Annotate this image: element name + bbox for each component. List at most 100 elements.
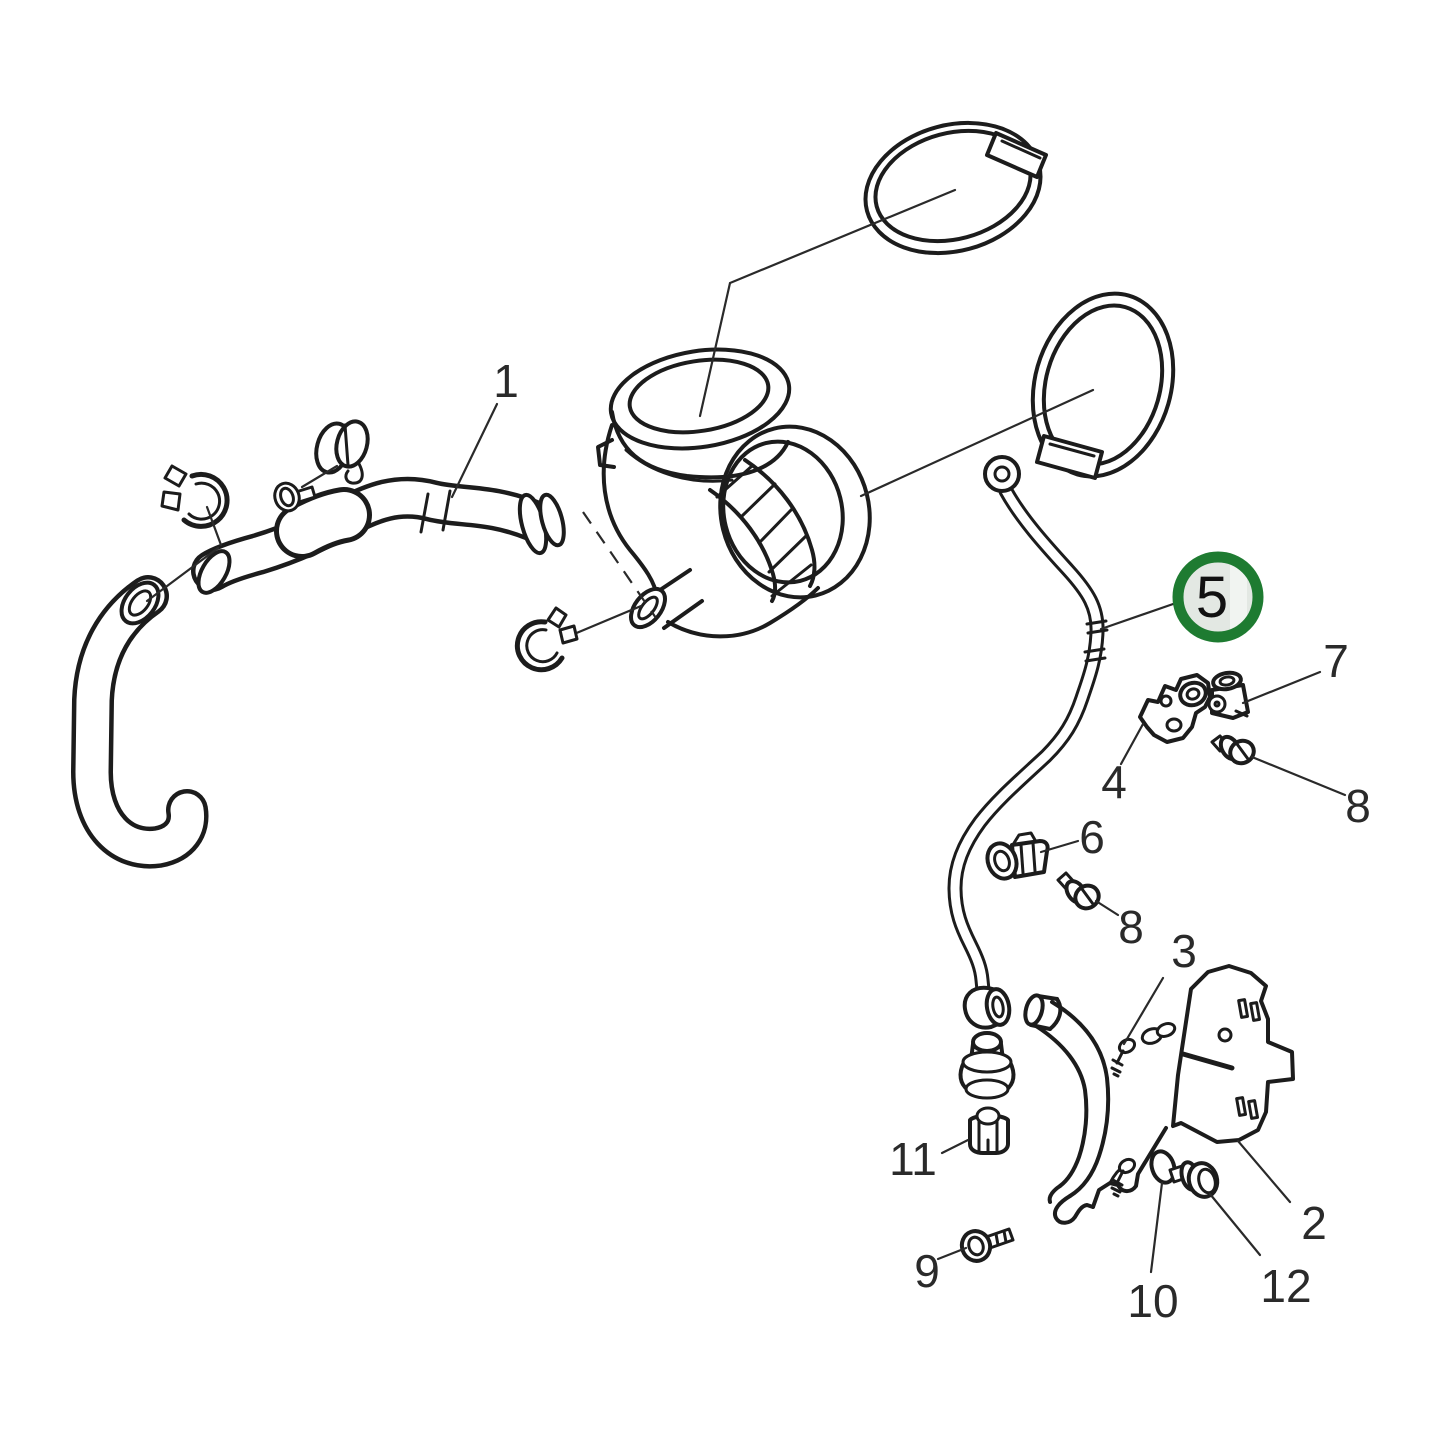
support-bracket [1138, 673, 1212, 744]
leader-clip-bolt [300, 464, 339, 489]
spring-clamp-ear [558, 624, 579, 645]
hose-clamp-side [1030, 291, 1176, 480]
bracket2-plate [1171, 964, 1295, 1144]
clamp-screw-slot [1000, 139, 1042, 160]
callout-4[interactable]: 4 [1101, 756, 1127, 808]
elbow-collar-edge [610, 410, 790, 480]
fitting-bore [991, 995, 1005, 1019]
clamp7-tab [1234, 709, 1249, 718]
spring-clamp-ear [546, 606, 568, 629]
cap-nut [968, 1106, 1010, 1155]
screw-thread [1110, 1049, 1125, 1078]
clamp-band-outer [863, 120, 1043, 256]
bolt-thread [994, 1229, 1008, 1247]
hose-assembly [71, 419, 566, 869]
screw-head [1117, 1157, 1137, 1175]
bolt-head-facet [1197, 1167, 1217, 1195]
retaining-clip [314, 419, 370, 485]
clip-strap [343, 423, 350, 467]
callout-8-top[interactable]: 8 [1345, 780, 1371, 832]
spring-clamp-ear [163, 464, 188, 488]
callout-3[interactable]: 3 [1171, 925, 1197, 977]
bracket2-slot [1235, 1096, 1248, 1117]
hose-ring-mark [419, 492, 430, 534]
hose-left-end-bead [196, 549, 232, 595]
leader-callout-4 [1119, 722, 1145, 766]
pipe-clamp-block [1207, 670, 1250, 720]
grommet-base [964, 1078, 1010, 1100]
assembly-axis-hose [145, 546, 220, 603]
highlighted-callout-badge[interactable]: 5 [1172, 551, 1264, 643]
pipe-banjo-bore [993, 465, 1011, 483]
fitting-face [984, 987, 1012, 1027]
bracket2-fold-line [1180, 1051, 1235, 1071]
clip-slot [1031, 841, 1037, 873]
leader-clamp-top [698, 188, 957, 418]
bolt-head-facet [967, 1235, 985, 1257]
spring-clamp-band [181, 471, 230, 529]
leader-lines [145, 188, 1347, 1274]
elbow-rib-rung [739, 482, 777, 519]
leader-callout-3 [1122, 976, 1165, 1046]
bracket2-sleeve [1023, 993, 1063, 1031]
callout-10[interactable]: 10 [1127, 1275, 1178, 1327]
callout-11[interactable]: 11 [889, 1133, 937, 1185]
rubber-grommet [958, 1031, 1016, 1100]
clamp7-tube-bore [1218, 675, 1236, 687]
spring-clamp [160, 464, 230, 529]
bracket2-foot-left-inner [1047, 1184, 1062, 1204]
leader-callout-12 [1208, 1192, 1262, 1257]
pipe-band-mark [1085, 619, 1108, 626]
clip-slot [1019, 843, 1025, 875]
leader-callout-8-mid [1094, 899, 1120, 917]
small-screw-lower [1110, 1157, 1137, 1198]
bracket2-foot-right [1091, 1126, 1168, 1209]
hose-sleeve-fill [279, 492, 367, 554]
elbow-collar-line [624, 448, 734, 483]
bracket2-slot [1237, 998, 1250, 1019]
mounting-bracket [1023, 964, 1295, 1225]
sleeve-cap [1048, 997, 1063, 1031]
clip-ring [985, 841, 1019, 881]
leader-callout-9 [936, 1246, 968, 1261]
callout-6[interactable]: 6 [1079, 811, 1105, 863]
clip-bolt [273, 481, 317, 513]
metal-pipe [947, 455, 1109, 1030]
elbow-rib-rung [770, 563, 813, 598]
callout-9[interactable]: 9 [914, 1245, 940, 1297]
callout-12[interactable]: 12 [1260, 1260, 1311, 1312]
pipe-banjo-eye [983, 455, 1021, 493]
clamp7-bore [1207, 694, 1227, 714]
leader-clamp-side [859, 388, 1095, 498]
elbow-body-bottom-edge [666, 586, 820, 639]
spring-clamp-small [514, 606, 579, 673]
elbow-stub-edge [662, 599, 704, 630]
spring-clamp-band-inner [525, 628, 559, 664]
flange-bolt-9 [959, 1227, 1015, 1263]
seal-washer [1149, 1149, 1177, 1185]
bolt-12 [1168, 1160, 1220, 1199]
bracket2-arm-inner [1034, 1024, 1089, 1188]
grommet-flange [961, 1050, 1013, 1074]
leader-callout-11 [940, 1138, 970, 1155]
elbow-rib-rung [715, 464, 754, 499]
leader-spring-clamp [205, 505, 223, 547]
elbow-rib-rung [767, 534, 808, 574]
clip-hook [344, 460, 364, 485]
callout-7[interactable]: 7 [1323, 635, 1349, 687]
nut-dome [975, 1106, 1001, 1126]
callout-1[interactable]: 1 [493, 355, 519, 407]
pipe-band-mark [1086, 628, 1109, 635]
nut-facet [977, 1119, 999, 1155]
callout-8-mid[interactable]: 8 [1118, 901, 1144, 953]
bolt-head-facet [1235, 742, 1250, 761]
flange-bolt-mid [1056, 871, 1101, 911]
pipe-clip [985, 831, 1050, 881]
clamp-screw-housing [985, 131, 1048, 179]
small-screw-upper [1110, 1037, 1137, 1078]
callout-2[interactable]: 2 [1301, 1197, 1327, 1249]
clip-ring-bore [993, 849, 1011, 873]
hose-ring-mark [441, 489, 452, 532]
hose-j-cuff-bore [127, 589, 153, 617]
